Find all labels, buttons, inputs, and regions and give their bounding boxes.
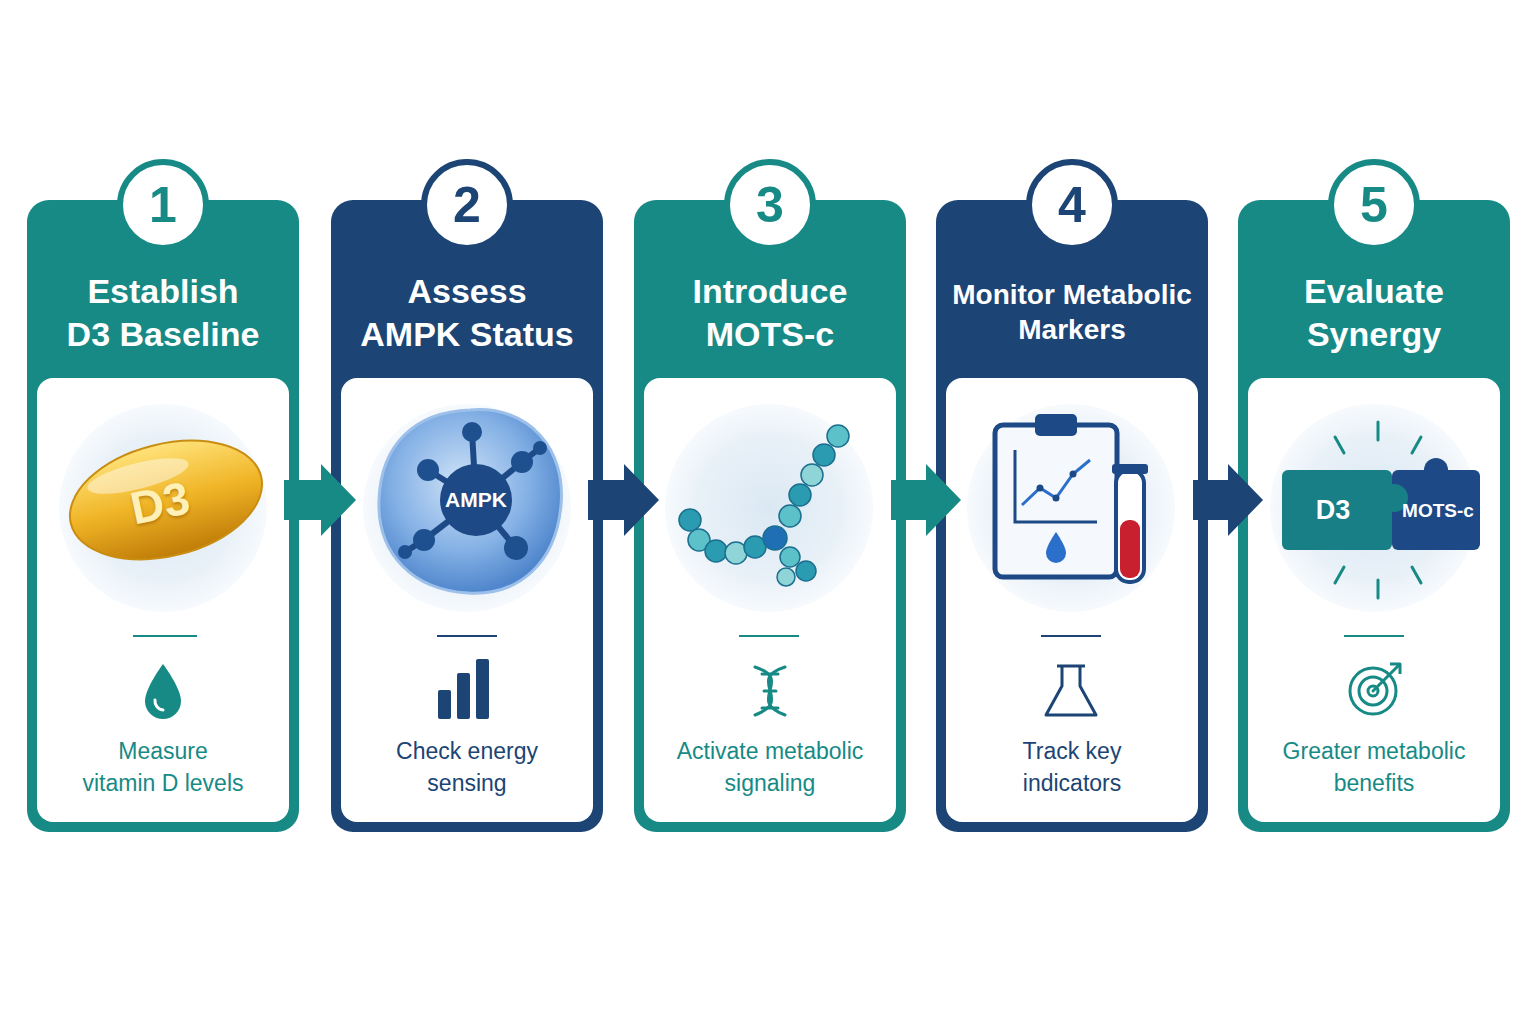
synergy-rays: [1335, 422, 1421, 598]
flow-arrow: [891, 464, 961, 536]
puzzle-knob: [1424, 458, 1448, 482]
flow-arrow: [588, 464, 659, 536]
step-number-badge: 2: [421, 159, 513, 251]
step-caption: Greater metabolic benefits: [1274, 735, 1474, 799]
clipboard-clip: [1035, 414, 1077, 436]
tube-blood: [1120, 520, 1140, 578]
step-card: Check energy sensing: [341, 378, 593, 822]
step-panel: Evaluate Synergy5Greater metabolic benef…: [1238, 200, 1510, 832]
chart-dots: [1037, 471, 1077, 502]
step-number: 1: [149, 180, 177, 230]
step-caption: Check energy sensing: [382, 735, 552, 799]
step-card: Measure vitamin D levels: [37, 378, 289, 822]
step-title: Establish D3 Baseline: [63, 270, 263, 355]
test-tube: [1116, 470, 1144, 582]
chart-axes: [1015, 450, 1097, 522]
puzzle-piece: [1392, 470, 1480, 550]
step-card: Greater metabolic benefits: [1248, 378, 1500, 822]
step-title: Evaluate Synergy: [1246, 270, 1502, 355]
peptide-chain: [679, 425, 849, 586]
step-panel: Monitor Metabolic Markers4Track key indi…: [936, 200, 1208, 832]
blood-drop: [1046, 532, 1066, 563]
step-panel: Establish D3 Baseline1Measure vitamin D …: [27, 200, 299, 832]
glow-circle: [967, 404, 1175, 612]
glow-circle: [1270, 404, 1478, 612]
step-panel: Assess AMPK Status2Check energy sensing: [331, 200, 603, 832]
flask-icon: [1046, 666, 1096, 715]
glow-circle: [665, 404, 873, 612]
glow-circle: [363, 404, 571, 612]
tube-cap: [1112, 464, 1148, 474]
divider-line: [739, 635, 799, 637]
divider-line: [1041, 635, 1101, 637]
clipboard: [995, 425, 1117, 577]
step-caption: Measure vitamin D levels: [81, 735, 246, 799]
molecule-atoms: [398, 422, 547, 560]
bar-chart-icon: [438, 659, 489, 719]
step-number: 4: [1058, 180, 1086, 230]
step-panel: Introduce MOTS-c3Activate metabolic sign…: [634, 200, 906, 832]
dna-icon: [755, 667, 785, 715]
step-caption: Activate metabolic signaling: [665, 735, 875, 799]
step-number-badge: 5: [1328, 159, 1420, 251]
target-icon: [1350, 664, 1400, 714]
divider-line: [437, 635, 497, 637]
step-number: 2: [453, 180, 481, 230]
puzzle-knob: [1380, 484, 1408, 512]
ampk-core: [440, 464, 512, 536]
step-card: Activate metabolic signaling: [644, 378, 896, 822]
drop-highlight: [155, 700, 163, 710]
step-caption: Track key indicators: [1017, 735, 1127, 799]
drop-icon: [145, 664, 181, 719]
molecule-bonds: [405, 432, 540, 552]
step-number-badge: 4: [1026, 159, 1118, 251]
glow-circle: [59, 404, 267, 612]
step-number: 5: [1360, 180, 1388, 230]
step-number-badge: 3: [724, 159, 816, 251]
step-number-badge: 1: [117, 159, 209, 251]
step-number: 3: [756, 180, 784, 230]
capsule-highlight: [84, 451, 191, 501]
flow-arrow: [1193, 464, 1263, 536]
divider-line: [133, 635, 197, 637]
step-card: Track key indicators: [946, 378, 1198, 822]
vitamin-capsule: [57, 422, 274, 578]
chart-line: [1022, 460, 1090, 505]
cell-blob: [379, 410, 562, 594]
step-title: Assess AMPK Status: [357, 270, 577, 355]
step-title: Introduce MOTS-c: [642, 270, 898, 355]
puzzle-piece: [1282, 470, 1392, 550]
step-title: Monitor Metabolic Markers: [944, 277, 1200, 347]
divider-line: [1344, 635, 1404, 637]
flow-arrow: [284, 464, 356, 536]
